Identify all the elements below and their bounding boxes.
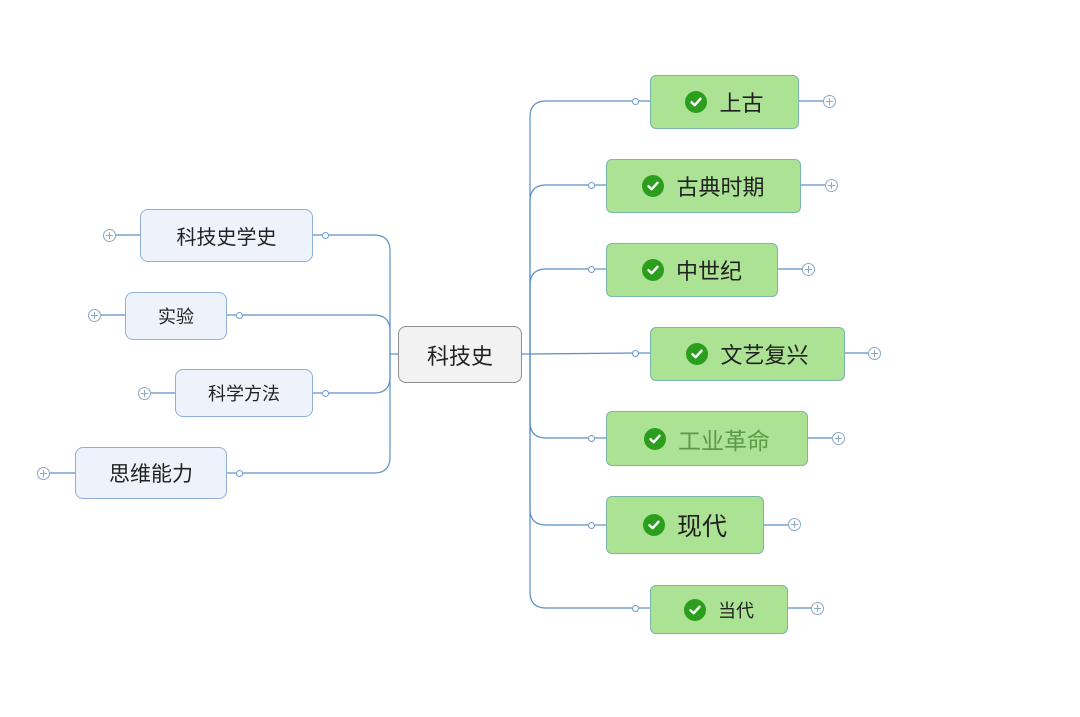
- right-topic-medieval[interactable]: 中世纪: [606, 243, 778, 297]
- expand-plus-icon[interactable]: [811, 602, 824, 615]
- expand-plus-icon[interactable]: [88, 309, 101, 322]
- left-topic-thinking-ability[interactable]: 思维能力: [75, 447, 227, 499]
- right-topic-renaissance[interactable]: 文艺复兴: [650, 327, 845, 381]
- connector-line: [529, 352, 636, 355]
- connector-dot: [588, 435, 595, 442]
- expand-plus-icon[interactable]: [788, 518, 801, 531]
- connector-dot: [236, 312, 243, 319]
- right-topic-label: 工业革命: [678, 428, 770, 455]
- right-topic-modern[interactable]: 现代: [606, 496, 764, 554]
- left-topic-scientific-method[interactable]: 科学方法: [175, 369, 313, 417]
- connector-dot: [632, 605, 639, 612]
- connector-line: [529, 100, 632, 354]
- connector-dot: [632, 98, 639, 105]
- expand-plus-icon[interactable]: [823, 95, 836, 108]
- right-topic-classical[interactable]: 古典时期: [606, 159, 801, 213]
- connector-line: [529, 354, 632, 609]
- check-circle-icon: [642, 514, 665, 536]
- right-topic-contemporary[interactable]: 当代: [650, 585, 788, 634]
- left-topic-label: 思维能力: [109, 462, 193, 486]
- connector-dot: [588, 266, 595, 273]
- left-topic-label: 实验: [158, 307, 194, 328]
- expand-plus-icon[interactable]: [138, 387, 151, 400]
- expand-plus-icon[interactable]: [832, 432, 845, 445]
- right-topic-label: 文艺复兴: [720, 344, 809, 369]
- expand-plus-icon[interactable]: [868, 347, 881, 360]
- expand-plus-icon[interactable]: [802, 263, 815, 276]
- right-topic-ancient[interactable]: 上古: [650, 75, 799, 129]
- left-topic-history-of-science-history[interactable]: 科技史学史: [140, 209, 313, 262]
- right-topic-industrial-revolution[interactable]: 工业革命: [606, 411, 808, 466]
- right-topic-label: 上古: [719, 92, 764, 117]
- right-topic-label: 古典时期: [676, 176, 765, 201]
- connector-line: [329, 354, 391, 394]
- right-topic-label: 现代: [676, 512, 727, 541]
- central-topic-label: 科技史: [426, 344, 493, 370]
- check-circle-icon: [685, 91, 708, 113]
- check-circle-icon: [641, 259, 664, 281]
- connector-dot: [322, 232, 329, 239]
- right-topic-label: 中世纪: [675, 260, 742, 285]
- connector-dot: [588, 522, 595, 529]
- check-circle-icon: [642, 175, 665, 197]
- connector-dot: [322, 390, 329, 397]
- right-topic-label: 当代: [718, 600, 754, 622]
- connector-line: [529, 268, 588, 354]
- connector-line: [529, 184, 588, 354]
- central-topic[interactable]: 科技史: [398, 326, 522, 383]
- connector-line: [329, 234, 391, 354]
- expand-plus-icon[interactable]: [825, 179, 838, 192]
- check-circle-icon: [684, 598, 706, 621]
- left-topic-label: 科技史学史: [176, 225, 277, 249]
- connector-line: [529, 354, 588, 439]
- connector-dot: [632, 350, 639, 357]
- connector-line: [243, 314, 391, 354]
- left-topic-label: 科学方法: [208, 384, 280, 405]
- left-topic-experiment[interactable]: 实验: [125, 292, 227, 340]
- expand-plus-icon[interactable]: [103, 229, 116, 242]
- connector-dot: [588, 182, 595, 189]
- connector-line: [243, 354, 391, 474]
- connector-dot: [236, 470, 243, 477]
- check-circle-icon: [686, 343, 709, 365]
- connector-line: [529, 354, 588, 526]
- expand-plus-icon[interactable]: [37, 467, 50, 480]
- check-circle-icon: [644, 427, 666, 450]
